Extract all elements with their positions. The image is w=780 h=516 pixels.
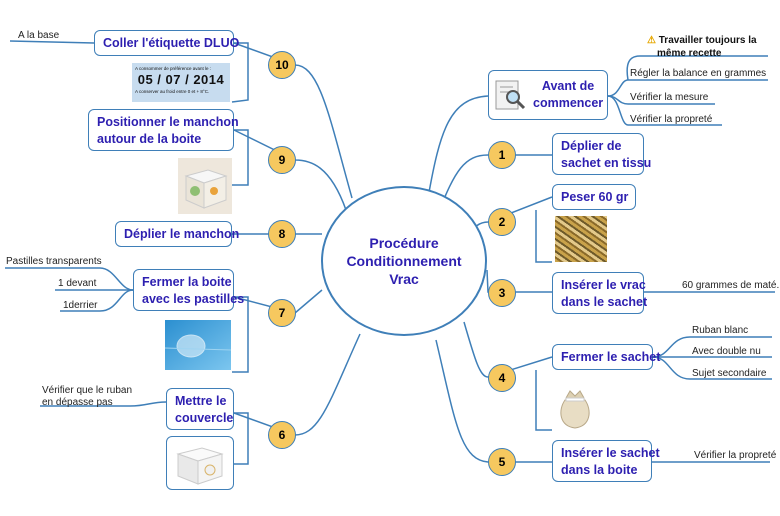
leaf-ruban-blanc: Ruban blanc	[692, 325, 749, 336]
step-6-topic[interactable]: Mettre le couvercle	[166, 388, 234, 430]
topic-avant-de-commencer[interactable]: Avant de commencer	[488, 70, 608, 120]
before-line-1: Avant de	[541, 79, 595, 93]
leaf-verifier-ruban-1: Vérifier que le ruban	[42, 385, 133, 396]
step-5-topic[interactable]: Insérer le sachet dans la boite	[552, 440, 660, 482]
warning-note: ⚠ Travailler toujours la même recette	[647, 34, 757, 60]
leaf-1derrier: 1derrier	[63, 300, 98, 311]
step-6-line-1: Mettre le	[175, 394, 227, 408]
central-topic[interactable]: Procédure Conditionnement Vrac	[321, 186, 487, 336]
before-line-2: commencer	[533, 96, 604, 110]
step-6-badge: 6	[268, 421, 296, 449]
transparent-sticker-image	[165, 320, 231, 370]
step-7-line-2: avec les pastilles	[142, 292, 245, 306]
warning-line-2: même recette	[657, 48, 722, 59]
warning-line-1: Travailler toujours la	[658, 35, 757, 46]
leaf-60-grammes: 60 grammes de maté.	[682, 280, 780, 291]
step-4-badge: 4	[488, 364, 516, 392]
step-1-line-2: sachet en tissu	[561, 156, 652, 170]
leaf-1-devant: 1 devant	[58, 278, 97, 289]
leaf-verifier-ruban-2: en dépasse pas	[42, 397, 113, 408]
center-line-3: Vrac	[389, 271, 419, 287]
step-7-badge: 7	[268, 299, 296, 327]
step-4-topic[interactable]: Fermer le sachet	[552, 344, 661, 370]
step-3-badge: 3	[488, 279, 516, 307]
step-9-badge: 9	[268, 146, 296, 174]
step-5-line-1: Insérer le sachet	[561, 446, 660, 460]
step-1-topic[interactable]: Déplier de sachet en tissu	[552, 133, 652, 175]
step-6-line-2: couvercle	[175, 411, 234, 425]
leaf-verifier-mesure: Vérifier la mesure	[630, 92, 709, 103]
step-8-badge: 8	[268, 220, 296, 248]
dluo-label-bottom: A conserver au froid entre 0 et + 8°C.	[135, 89, 210, 94]
step-3-line-2: dans le sachet	[561, 295, 648, 309]
step-5-badge: 5	[488, 448, 516, 476]
step-5-line-2: dans la boite	[561, 463, 638, 477]
center-line-2: Conditionnement	[346, 253, 462, 269]
magnifier-document-icon	[495, 80, 526, 110]
step-2-topic[interactable]: Peser 60 gr	[552, 184, 636, 210]
mate-leaves-image	[555, 216, 607, 262]
step-2-badge: 2	[488, 208, 516, 236]
step-1-line-1: Déplier de	[561, 139, 622, 153]
closed-box-image	[176, 447, 224, 485]
step-10-badge: 10	[268, 51, 296, 79]
step-9-line-1: Positionner le manchon	[97, 115, 239, 129]
step-8-line-1: Déplier le manchon	[124, 227, 240, 241]
step-9-line-2: autour de la boite	[97, 132, 202, 146]
leaf-pastilles-transparents: Pastilles transparents	[6, 256, 102, 267]
step-8-topic[interactable]: Déplier le manchon	[115, 221, 240, 247]
step-9-topic[interactable]: Positionner le manchon autour de la boit…	[88, 109, 239, 151]
leaf-a-la-base: A la base	[18, 30, 60, 41]
dluo-date: 05 / 07 / 2014	[137, 72, 225, 87]
dluo-label-top: A consommer de préférence avant le :	[135, 66, 212, 71]
step-1-badge: 1	[488, 141, 516, 169]
leaf-verifier-proprete-bottom: Vérifier la propreté	[694, 450, 777, 461]
step-10-topic[interactable]: Coller l'étiquette DLUO	[94, 30, 240, 56]
warning-icon: ⚠	[647, 35, 656, 46]
step-3-line-1: Insérer le vrac	[561, 278, 646, 292]
boxed-sleeve-image	[178, 158, 232, 214]
leaf-double-nu: Avec double nu	[692, 346, 761, 357]
leaf-regler-balance: Régler la balance en grammes	[630, 68, 767, 79]
step-3-topic[interactable]: Insérer le vrac dans le sachet	[552, 272, 648, 314]
step-7-line-1: Fermer la boite	[142, 275, 232, 289]
dluo-label-image: A consommer de préférence avant le : 05 …	[132, 63, 230, 102]
center-line-1: Procédure	[369, 235, 439, 251]
step-2-line-1: Peser 60 gr	[561, 190, 629, 204]
step-10-line-1: Coller l'étiquette DLUO	[103, 36, 240, 50]
leaf-sujet-secondaire: Sujet secondaire	[692, 368, 767, 379]
tied-pouch-image	[560, 390, 590, 429]
leaf-verifier-proprete-top: Vérifier la propreté	[630, 114, 713, 125]
step-4-line-1: Fermer le sachet	[561, 350, 661, 364]
step-7-topic[interactable]: Fermer la boite avec les pastilles	[133, 269, 245, 311]
